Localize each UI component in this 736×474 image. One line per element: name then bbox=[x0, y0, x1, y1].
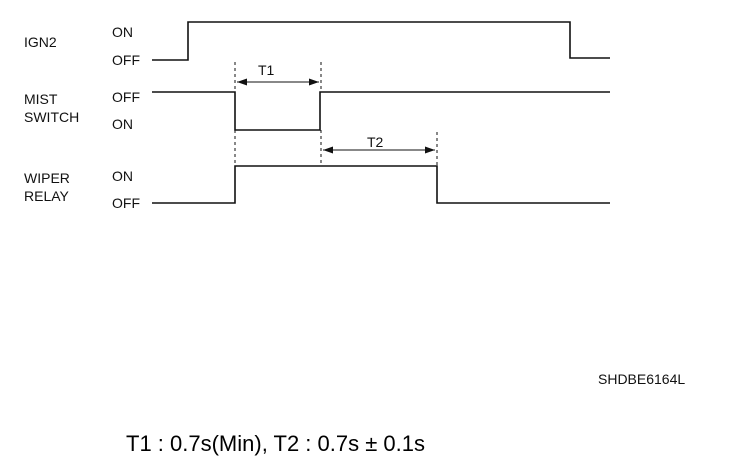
interval-t1: T1 bbox=[237, 62, 319, 86]
figure-code: SHDBE6164L bbox=[598, 371, 685, 387]
arrowhead-t1-left bbox=[237, 78, 247, 86]
waveform-ign2 bbox=[152, 21, 610, 61]
timing-note: T1 : 0.7s(Min), T2 : 0.7s ± 0.1s bbox=[126, 431, 425, 456]
arrowhead-t2-right bbox=[425, 146, 435, 154]
interval-label-t1: T1 bbox=[258, 62, 275, 78]
arrowhead-t1-right bbox=[309, 78, 319, 86]
level-label-wiper-off: OFF bbox=[112, 195, 140, 211]
signal-wiper-relay: WIPER RELAY ON OFF bbox=[24, 165, 610, 211]
signal-name-wiper-line1: WIPER bbox=[24, 170, 70, 186]
level-label-ign2-off: OFF bbox=[112, 52, 140, 68]
signal-name-mist-line2: SWITCH bbox=[24, 109, 79, 125]
level-label-mist-off: OFF bbox=[112, 89, 140, 105]
signal-name-ign2: IGN2 bbox=[24, 34, 57, 50]
signal-name-wiper-line2: RELAY bbox=[24, 188, 70, 204]
level-label-wiper-on: ON bbox=[112, 168, 133, 184]
interval-label-t2: T2 bbox=[367, 134, 384, 150]
arrowhead-t2-left bbox=[323, 146, 333, 154]
guide-lines bbox=[234, 62, 438, 166]
signal-ign2: IGN2 ON OFF bbox=[24, 21, 610, 68]
signal-mist-switch: MIST SWITCH OFF ON bbox=[24, 89, 610, 132]
interval-t2: T2 bbox=[323, 134, 435, 154]
level-label-mist-on: ON bbox=[112, 116, 133, 132]
level-label-ign2-on: ON bbox=[112, 24, 133, 40]
signal-name-mist-line1: MIST bbox=[24, 91, 58, 107]
waveform-mist-switch bbox=[152, 91, 610, 131]
waveform-wiper-relay bbox=[152, 165, 610, 204]
